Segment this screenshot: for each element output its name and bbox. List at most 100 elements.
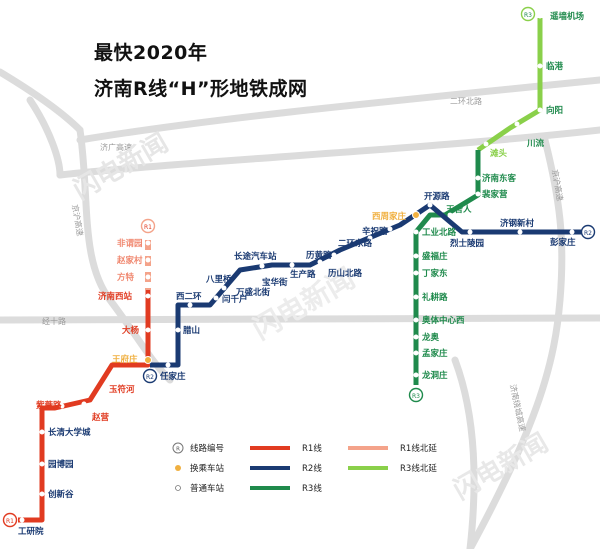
road-southeast xyxy=(451,356,478,549)
svg-text:王舍人: 王舍人 xyxy=(446,204,472,215)
station-yufuhe: 玉符河 xyxy=(109,377,135,395)
badge-r2-east: R2 xyxy=(580,224,596,240)
station-renjiazhuang: 任家庄 xyxy=(159,362,186,382)
road-east xyxy=(466,136,566,549)
station-jigangxincun: 济钢新村 xyxy=(500,218,535,235)
station-lashan: 腊山 xyxy=(175,325,200,336)
legend-normal: 普通车站 xyxy=(175,483,225,494)
svg-text:紫薇路: 紫薇路 xyxy=(36,400,62,411)
legend-r1: R1线 xyxy=(250,443,322,454)
svg-text:辛祝路: 辛祝路 xyxy=(362,226,388,237)
station-longao: 龙奥 xyxy=(413,332,440,343)
svg-text:R2: R2 xyxy=(146,374,154,381)
svg-text:川流: 川流 xyxy=(526,138,545,149)
station-dayang: 大杨 xyxy=(122,325,151,336)
road-label-jingshi: 经十路 xyxy=(42,316,66,326)
legend-r3: R3线 xyxy=(250,483,322,494)
station-lishanbeilu: 历山北路 xyxy=(328,252,363,279)
station-jinan-west: 济南西站 xyxy=(98,291,151,302)
svg-text:赵营: 赵营 xyxy=(91,412,110,423)
station-kaiyuanlu: 开源路 xyxy=(424,191,450,208)
station-zhaoying: 赵营 xyxy=(81,401,110,423)
svg-text:工研院: 工研院 xyxy=(18,526,44,537)
station-fangte: 方特 xyxy=(117,272,151,283)
station-gongyanyuan: 工研院 xyxy=(18,517,44,537)
svg-text:彭家庄: 彭家庄 xyxy=(550,237,576,248)
station-chuangxingu: 创新谷 xyxy=(39,489,74,500)
station-lingang: 临港 xyxy=(537,61,564,72)
svg-text:R3: R3 xyxy=(524,12,532,19)
svg-text:方特: 方特 xyxy=(117,272,135,283)
station-wangsheren: 王舍人 xyxy=(446,204,472,218)
road-nw xyxy=(0,68,84,134)
svg-text:工业北路: 工业北路 xyxy=(422,227,457,238)
svg-text:盛福庄: 盛福庄 xyxy=(422,251,448,262)
svg-text:任家庄: 任家庄 xyxy=(159,371,186,382)
station-ziweilu: 紫薇路 xyxy=(36,400,65,411)
svg-text:生产路: 生产路 xyxy=(290,269,316,280)
svg-text:八里桥: 八里桥 xyxy=(205,274,232,285)
road-connector xyxy=(26,96,64,179)
station-lieshilingyuan: 烈士陵园 xyxy=(450,229,484,249)
station-mengjiazhuang: 孟家庄 xyxy=(413,348,448,359)
station-xizhoujiazhuang[interactable]: 西周家庄 xyxy=(372,211,420,222)
badge-r1-south: R1 xyxy=(2,512,18,528)
badge-r3-north: R3 xyxy=(520,6,536,22)
station-xierhuan: 西二环 xyxy=(176,292,202,308)
svg-text:裴家营: 裴家营 xyxy=(481,189,508,200)
svg-text:遥墙机场: 遥墙机场 xyxy=(550,11,585,22)
station-wangfuzhuang[interactable]: 王府庄 xyxy=(112,354,152,365)
svg-text:济南东客: 济南东客 xyxy=(482,173,517,184)
station-zhaojiacun: 赵家村 xyxy=(116,255,151,266)
svg-text:济钢新村: 济钢新村 xyxy=(500,218,535,229)
station-wanshengbeijie: 万盛北街 xyxy=(235,277,271,298)
road-label-jiguang: 济广高速 xyxy=(100,142,132,152)
svg-text:万盛北街: 万盛北街 xyxy=(235,287,271,298)
svg-text:普通车站: 普通车站 xyxy=(190,483,225,494)
svg-text:开源路: 开源路 xyxy=(424,191,450,202)
station-tantou: 滩头 xyxy=(483,141,508,159)
road-jingshi xyxy=(0,314,600,324)
station-erhuandonglu: 二环东路 xyxy=(338,235,373,249)
svg-text:奥体中心西: 奥体中心西 xyxy=(421,315,465,326)
station-yuanboyuan: 园博园 xyxy=(39,459,74,470)
svg-text:向阳: 向阳 xyxy=(546,105,563,116)
station-jinan-dongke: 济南东客 xyxy=(475,173,517,184)
road-label-southeast: 济南绕城高速 xyxy=(508,383,528,432)
station-feiweiyuan: 非谓园 xyxy=(117,238,151,249)
station-shengfuzhuang: 盛福庄 xyxy=(413,251,448,262)
svg-text:西周家庄: 西周家庄 xyxy=(372,211,407,222)
svg-text:园博园: 园博园 xyxy=(48,459,74,470)
svg-text:R3: R3 xyxy=(412,393,420,400)
map-title-main: 济南R线“H”形地铁成网 xyxy=(94,78,308,100)
svg-text:闫千户: 闫千户 xyxy=(222,294,248,305)
svg-text:二环东路: 二环东路 xyxy=(338,238,373,249)
station-balqiao: 八里桥 xyxy=(205,274,232,291)
svg-text:大杨: 大杨 xyxy=(122,325,140,336)
station-changqing-univ: 长清大学城 xyxy=(39,427,91,438)
svg-text:创新谷: 创新谷 xyxy=(47,489,74,500)
svg-text:赵家村: 赵家村 xyxy=(116,255,143,266)
svg-text:王府庄: 王府庄 xyxy=(112,354,138,365)
legend-r1-ext: R1线北延 xyxy=(348,443,437,454)
svg-text:R1: R1 xyxy=(144,224,152,231)
station-yanqianhu: 闫千户 xyxy=(213,294,248,305)
svg-text:R1线: R1线 xyxy=(302,443,322,454)
station-chuanliu: 川流 xyxy=(514,121,545,149)
svg-text:滩头: 滩头 xyxy=(490,148,508,159)
road-label-erhuan: 二环北路 xyxy=(450,96,482,106)
badge-r1-north: R1 xyxy=(140,218,156,234)
svg-text:腊山: 腊山 xyxy=(183,325,200,336)
svg-text:非谓园: 非谓园 xyxy=(117,238,143,249)
road-jiguang xyxy=(56,126,600,179)
station-lihuanglu: 历黄路 xyxy=(306,250,332,265)
svg-text:R2: R2 xyxy=(584,230,592,237)
badge-r2-west: R2 xyxy=(142,368,158,384)
svg-text:R3线: R3线 xyxy=(302,483,322,494)
svg-text:R1线北延: R1线北延 xyxy=(400,443,437,454)
svg-text:丁家东: 丁家东 xyxy=(422,268,448,279)
station-pengjiazhuang: 彭家庄 xyxy=(550,229,576,248)
station-gongyebeilu: 工业北路 xyxy=(413,227,457,238)
